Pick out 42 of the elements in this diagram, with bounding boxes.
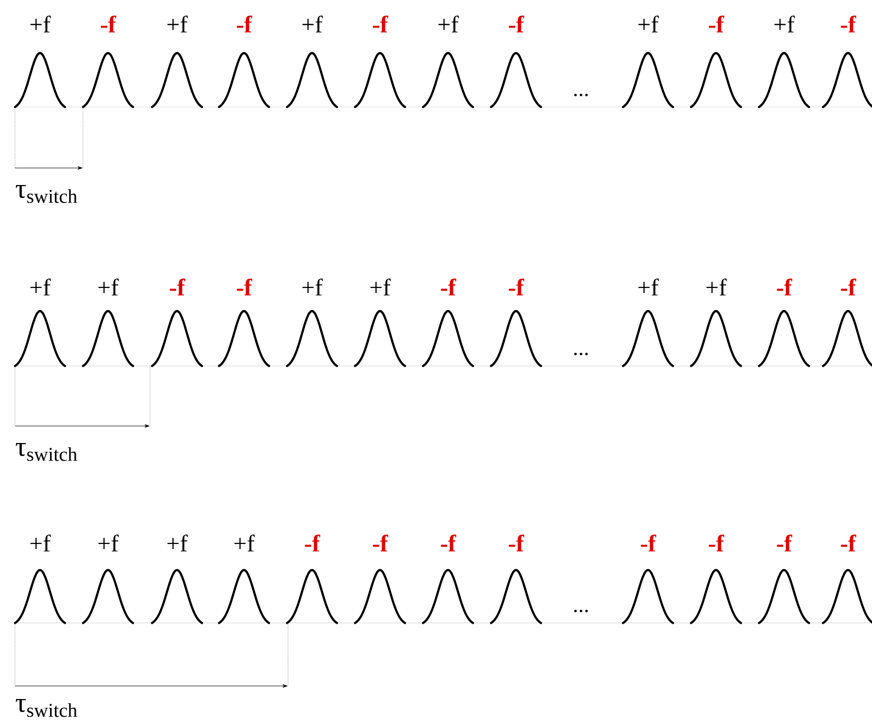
pulse-sign: -f [372,16,388,32]
pulse-sign: +f [98,278,119,296]
pulse-sign: -f [508,278,524,296]
pulse-sign: -f [840,278,856,296]
pulse-sign: -f [508,534,524,552]
dimension-label: τ$_{switch}$ [16,699,78,717]
ellipsis: ... [574,352,588,356]
pulse-sign: +f [302,278,323,296]
pulse-sign: +f [167,16,188,32]
pulse-sign: -f [508,16,524,32]
ellipsis: ... [574,94,588,96]
pulse-sign: -f [236,16,252,32]
pulse-sign: -f [776,278,792,296]
pulse-sign: +f [30,534,51,552]
pulse-sign: +f [774,16,795,32]
pulse-sign: +f [30,16,51,32]
pulse-sign: -f [840,534,856,552]
dimension-label: τ$_{switch}$ [16,185,78,203]
pulse-sign: -f [304,534,320,552]
ellipsis: ... [574,610,588,612]
pulse-sign: -f [372,534,388,552]
pulse-sign: -f [708,16,724,32]
pulse-sign: +f [302,16,323,32]
pulse-sign: +f [438,16,459,32]
pulse-sign: +f [370,278,391,296]
pulse-sign: +f [706,278,727,296]
pulse-sign: -f [440,278,456,296]
pulse-sign: -f [640,534,656,552]
pulse-sign: +f [167,534,188,552]
dimension-label: τ$_{switch}$ [16,443,78,461]
pulse-sign: +f [234,534,255,552]
pulse-sign: -f [236,278,252,296]
pulse-sign: -f [776,534,792,552]
pulse-sign: -f [440,534,456,552]
pulse-sign: +f [638,278,659,296]
pulse-sign: -f [840,16,856,32]
pulse-sign: -f [100,16,116,32]
pulse-sign: -f [170,278,186,296]
pulse-sign: +f [30,278,51,296]
pulse-sign: +f [98,534,119,552]
pulse-sign: +f [638,16,659,32]
pulse-sign: -f [708,534,724,552]
